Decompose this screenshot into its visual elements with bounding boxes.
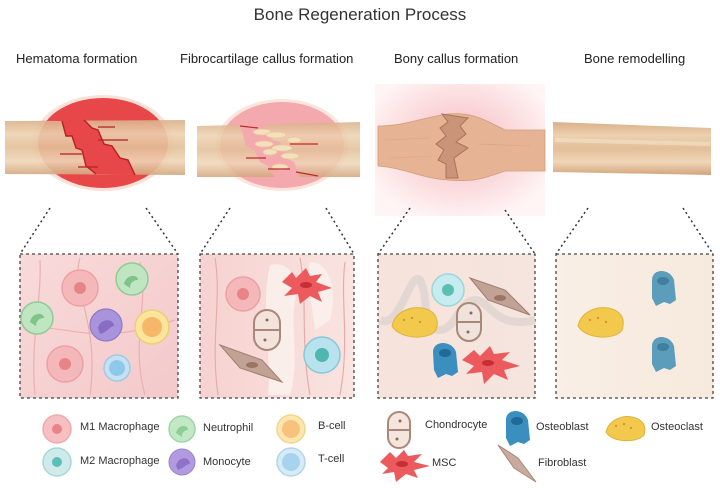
legend-label-osteoblast: Osteoblast	[536, 421, 589, 433]
bone-bony-callus	[375, 84, 546, 216]
monocyte-cell	[89, 308, 123, 342]
legend-label-osteoclast: Osteoclast	[651, 421, 703, 433]
legend-msc-icon	[380, 450, 430, 482]
bone-hematoma	[5, 95, 185, 191]
bone-remodelled	[553, 122, 711, 175]
legend-m2-macrophage-icon	[42, 447, 72, 477]
m1-macrophage-cell	[46, 345, 84, 383]
zoom-connector-lines	[19, 207, 714, 255]
legend-neutrophil-icon	[168, 415, 196, 443]
msc-cell	[282, 268, 332, 304]
legend-label-t-cell: T-cell	[318, 453, 345, 465]
legend-fibroblast-icon	[497, 444, 537, 483]
m2-macrophage-cell	[303, 336, 341, 374]
legend	[42, 411, 646, 483]
legend-label-monocyte: Monocyte	[203, 456, 251, 468]
legend-label-fibroblast: Fibroblast	[538, 457, 587, 469]
legend-label-m2-macrophage: M2 Macrophage	[80, 455, 160, 467]
stage-label-remodelling: Bone remodelling	[584, 51, 686, 66]
osteoclast-cell	[577, 307, 624, 338]
panel-hematoma	[19, 253, 179, 399]
osteoblast-cell	[652, 337, 676, 372]
m2-macrophage-cell	[431, 273, 465, 307]
legend-label-neutrophil: Neutrophil	[203, 422, 254, 434]
legend-m1-macrophage-icon	[42, 414, 72, 444]
legend-label-chondrocyte: Chondrocyte	[425, 419, 488, 431]
chondrocyte-cell	[253, 309, 281, 351]
m1-macrophage-cell	[225, 276, 261, 312]
bone-fibrocartilage	[197, 99, 360, 191]
msc-cell	[462, 346, 520, 384]
diagram-title: Bone Regeneration Process	[253, 5, 467, 24]
panel-remodelling	[555, 253, 714, 399]
panel-fibrocartilage	[199, 253, 355, 399]
legend-b-cell-icon	[276, 414, 306, 444]
osteoblast-cell	[433, 343, 458, 378]
stage-label-hematoma: Hematoma formation	[16, 51, 138, 66]
stage-label-bony-callus: Bony callus formation	[394, 51, 519, 66]
legend-osteoclast-icon	[605, 416, 646, 442]
neutrophil-cell	[115, 262, 149, 296]
b-cell	[134, 309, 170, 345]
osteoblast-cell	[652, 271, 676, 306]
legend-osteoblast-icon	[506, 411, 530, 446]
fibroblast-cell	[468, 276, 531, 316]
m1-macrophage-cell	[61, 269, 99, 307]
fibroblast-cell	[218, 343, 284, 384]
t-cell	[103, 354, 131, 382]
legend-monocyte-icon	[168, 448, 196, 476]
legend-label-b-cell: B-cell	[318, 420, 346, 432]
neutrophil-cell	[20, 301, 54, 335]
panel-bony-callus	[377, 253, 536, 399]
legend-label-msc: MSC	[432, 457, 457, 469]
legend-label-m1-macrophage: M1 Macrophage	[80, 421, 160, 433]
chondrocyte-cell	[456, 302, 482, 342]
osteoclast-cell	[391, 307, 438, 338]
legend-chondrocyte-icon	[387, 411, 411, 449]
stage-label-fibrocartilage: Fibrocartilage callus formation	[180, 51, 354, 66]
legend-t-cell-icon	[276, 447, 306, 477]
